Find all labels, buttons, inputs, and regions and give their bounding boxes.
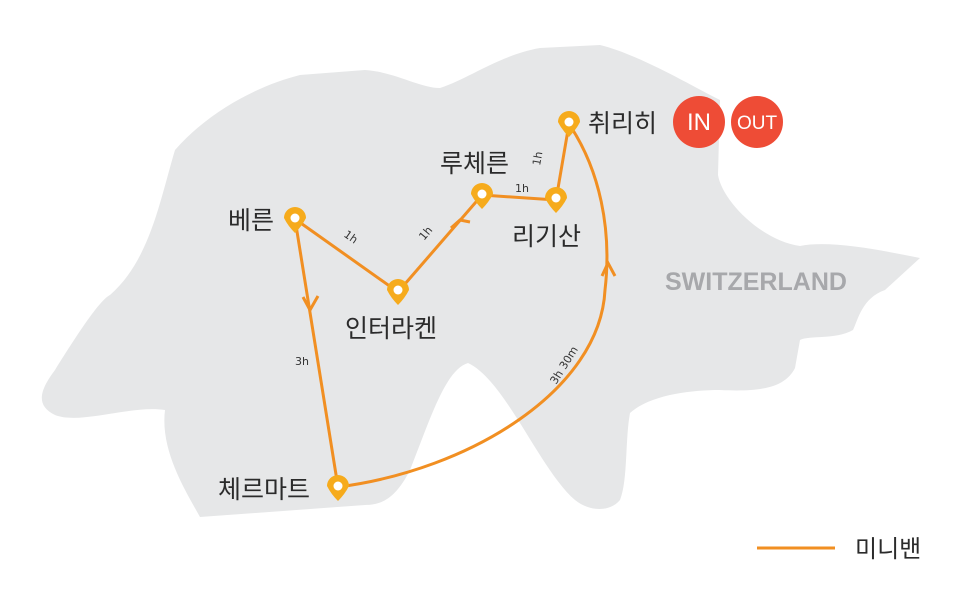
route-lucerne-interlaken <box>396 194 484 293</box>
duration-zurich-rigi: 1h <box>530 150 545 166</box>
map-pin-icon <box>558 111 580 137</box>
country-label: SWITZERLAND <box>665 268 847 296</box>
arrow-icon <box>450 218 471 230</box>
route-bern-interlaken <box>294 217 399 294</box>
switzerland-landmass <box>41 45 920 517</box>
city-label-interlaken: 인터라켄 <box>345 314 437 343</box>
city-label-bern: 베른 <box>228 206 274 235</box>
city-label-rigi: 리기산 <box>512 222 581 251</box>
map-pin-icon <box>327 475 349 501</box>
arrow-icon <box>600 259 617 277</box>
route-zermatt-zurich <box>337 123 609 489</box>
city-markers <box>284 111 580 501</box>
map-pin-icon <box>284 207 306 233</box>
city-label-lucerne: 루체른 <box>440 149 509 178</box>
map-pin-icon <box>387 279 409 305</box>
out-badge-label: OUT <box>737 113 778 134</box>
in-badge <box>673 96 725 148</box>
duration-bern-zermatt: 3h <box>295 355 309 368</box>
city-label-zurich: 취리히 <box>588 109 657 138</box>
out-badge <box>731 96 783 148</box>
city-label-zermatt: 체르마트 <box>218 475 310 504</box>
legend-label-minivan: 미니밴 <box>855 535 921 563</box>
map-pin-icon <box>545 187 567 213</box>
arrow-icon <box>301 295 320 314</box>
route-rigi-lucerne <box>481 193 557 202</box>
duration-rigi-lucerne: 1h <box>515 182 529 195</box>
route-bern-zermatt <box>293 218 340 488</box>
map-pin-icon <box>471 183 493 209</box>
in-badge-label: IN <box>687 109 711 136</box>
